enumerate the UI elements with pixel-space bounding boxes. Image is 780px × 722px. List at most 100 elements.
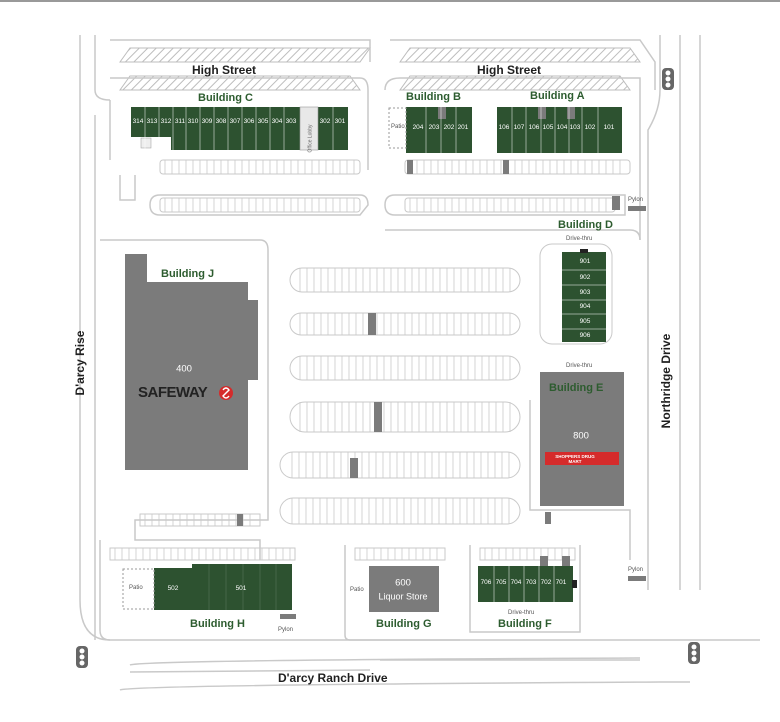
kiosk [368,313,376,335]
kiosk [237,514,243,526]
drive-thru-bottom-label: Drive-thru [566,363,593,369]
building-f-notch [540,556,548,566]
building-c-unit: 301 [334,117,346,125]
building-b-patio-label: Patio [391,124,405,130]
building-d-unit: 904 [579,302,591,310]
building-d-unit: 902 [579,273,591,281]
building-b-unit: 202 [443,123,455,131]
street-label-high-street-east: High Street [477,63,542,77]
building-c-unit: 311 [174,117,186,125]
median-hatch [399,47,641,63]
median-hatch [119,47,371,63]
pylon-label-building-h: Pylon [278,627,294,633]
road-curbs [79,35,760,691]
building-h-unit: 501 [235,584,247,592]
building-a-unit: 106 [528,123,540,131]
building-j-wing [248,300,258,380]
building-a-label: Building A [530,90,585,102]
building-b-unit: 201 [457,123,469,131]
building-c-unit: 306 [243,117,255,125]
safeway-s-mark [222,387,230,399]
building-a-notch [567,107,575,119]
office-lobby [299,106,319,151]
accessible-icon [140,137,152,149]
street-label-high-street-west: High Street [192,63,257,77]
building-a-shape [497,107,622,153]
kiosk [350,458,358,478]
building-c-unit: 305 [257,117,269,125]
building-f-unit: 702 [540,578,552,586]
building-f-label: Building F [498,618,552,630]
building-b-label: Building B [406,91,461,103]
building-a-unit: 104 [556,123,568,131]
building-b-unit: 204 [412,123,424,131]
building-c-unit: 309 [201,117,213,125]
building-f-unit: 701 [555,578,567,586]
building-c-unit: 303 [285,117,297,125]
shoppers-sign [545,452,619,465]
traffic-signal-icon [76,646,88,668]
building-j-unit: 400 [176,363,192,375]
building-g-tenant: Liquor Store [378,591,428,602]
building-a-unit: 103 [569,123,581,131]
building-d-unit: 905 [579,317,591,325]
building-c-unit: 302 [319,117,331,125]
building-c-unit: 310 [187,117,199,125]
building-a-unit: 106 [498,123,510,131]
pylon-marker [280,614,296,619]
kiosk [545,512,551,524]
building-e-unit: 800 [573,430,589,442]
building-a-unit: 105 [542,123,554,131]
drive-thru-top-label: Drive-thru [566,236,593,242]
street-label-northridge-drive: Northridge Drive [659,333,673,429]
building-h-501 [192,564,292,610]
building-c-unit: 308 [215,117,227,125]
building-c-unit: 312 [160,117,172,125]
parking-stalls [114,160,621,560]
building-h-patio-label: Patio [129,585,143,591]
building-a-notch [538,107,546,119]
pylon-marker [628,576,646,581]
building-f-unit: 704 [510,578,522,586]
shoppers-wordmark: SHOPPERS DRUG MART [555,454,595,464]
building-d-unit: 903 [579,288,591,296]
building-a-unit: 107 [513,123,525,131]
traffic-signal-icon [688,642,700,664]
building-f-unit: 706 [480,578,492,586]
building-b-unit: 203 [428,123,440,131]
safeway-wordmark: SAFEWAY [138,384,208,401]
building-e-label: Building E [549,382,604,394]
building-g-label: Building G [376,618,432,630]
median-hatch [399,75,631,91]
office-lobby-label: Office Lobby [307,124,314,153]
building-j-shape [125,254,248,470]
traffic-signal-icon [662,68,674,90]
building-g-shape [369,566,439,612]
building-h-502 [154,568,192,610]
building-c-label: Building C [198,92,253,104]
building-c-unit: 304 [271,117,283,125]
building-f-drive-thru-label: Drive-thru [508,610,535,616]
building-d-label: Building D [558,219,613,231]
drive-thru-window [572,580,577,588]
building-g-patio-label: Patio [350,587,364,593]
building-f-unit: 705 [495,578,507,586]
building-d-unit: 906 [579,331,591,339]
median-hatch [119,75,361,91]
building-h-patio [122,568,155,610]
building-h-unit: 502 [167,584,179,592]
kiosk [612,196,620,210]
building-c-unit: 307 [229,117,241,125]
building-f-unit: 703 [525,578,537,586]
building-c-unit: 313 [146,117,158,125]
building-c-shape [131,107,318,150]
building-a-unit: 101 [603,123,615,131]
pylon-marker [628,206,646,211]
building-b-notch [438,107,446,119]
building-b-patio [388,107,407,149]
building-g-unit: 600 [395,577,411,589]
building-a-unit: 102 [584,123,596,131]
kiosk [374,402,382,432]
building-f-notch [562,556,570,566]
